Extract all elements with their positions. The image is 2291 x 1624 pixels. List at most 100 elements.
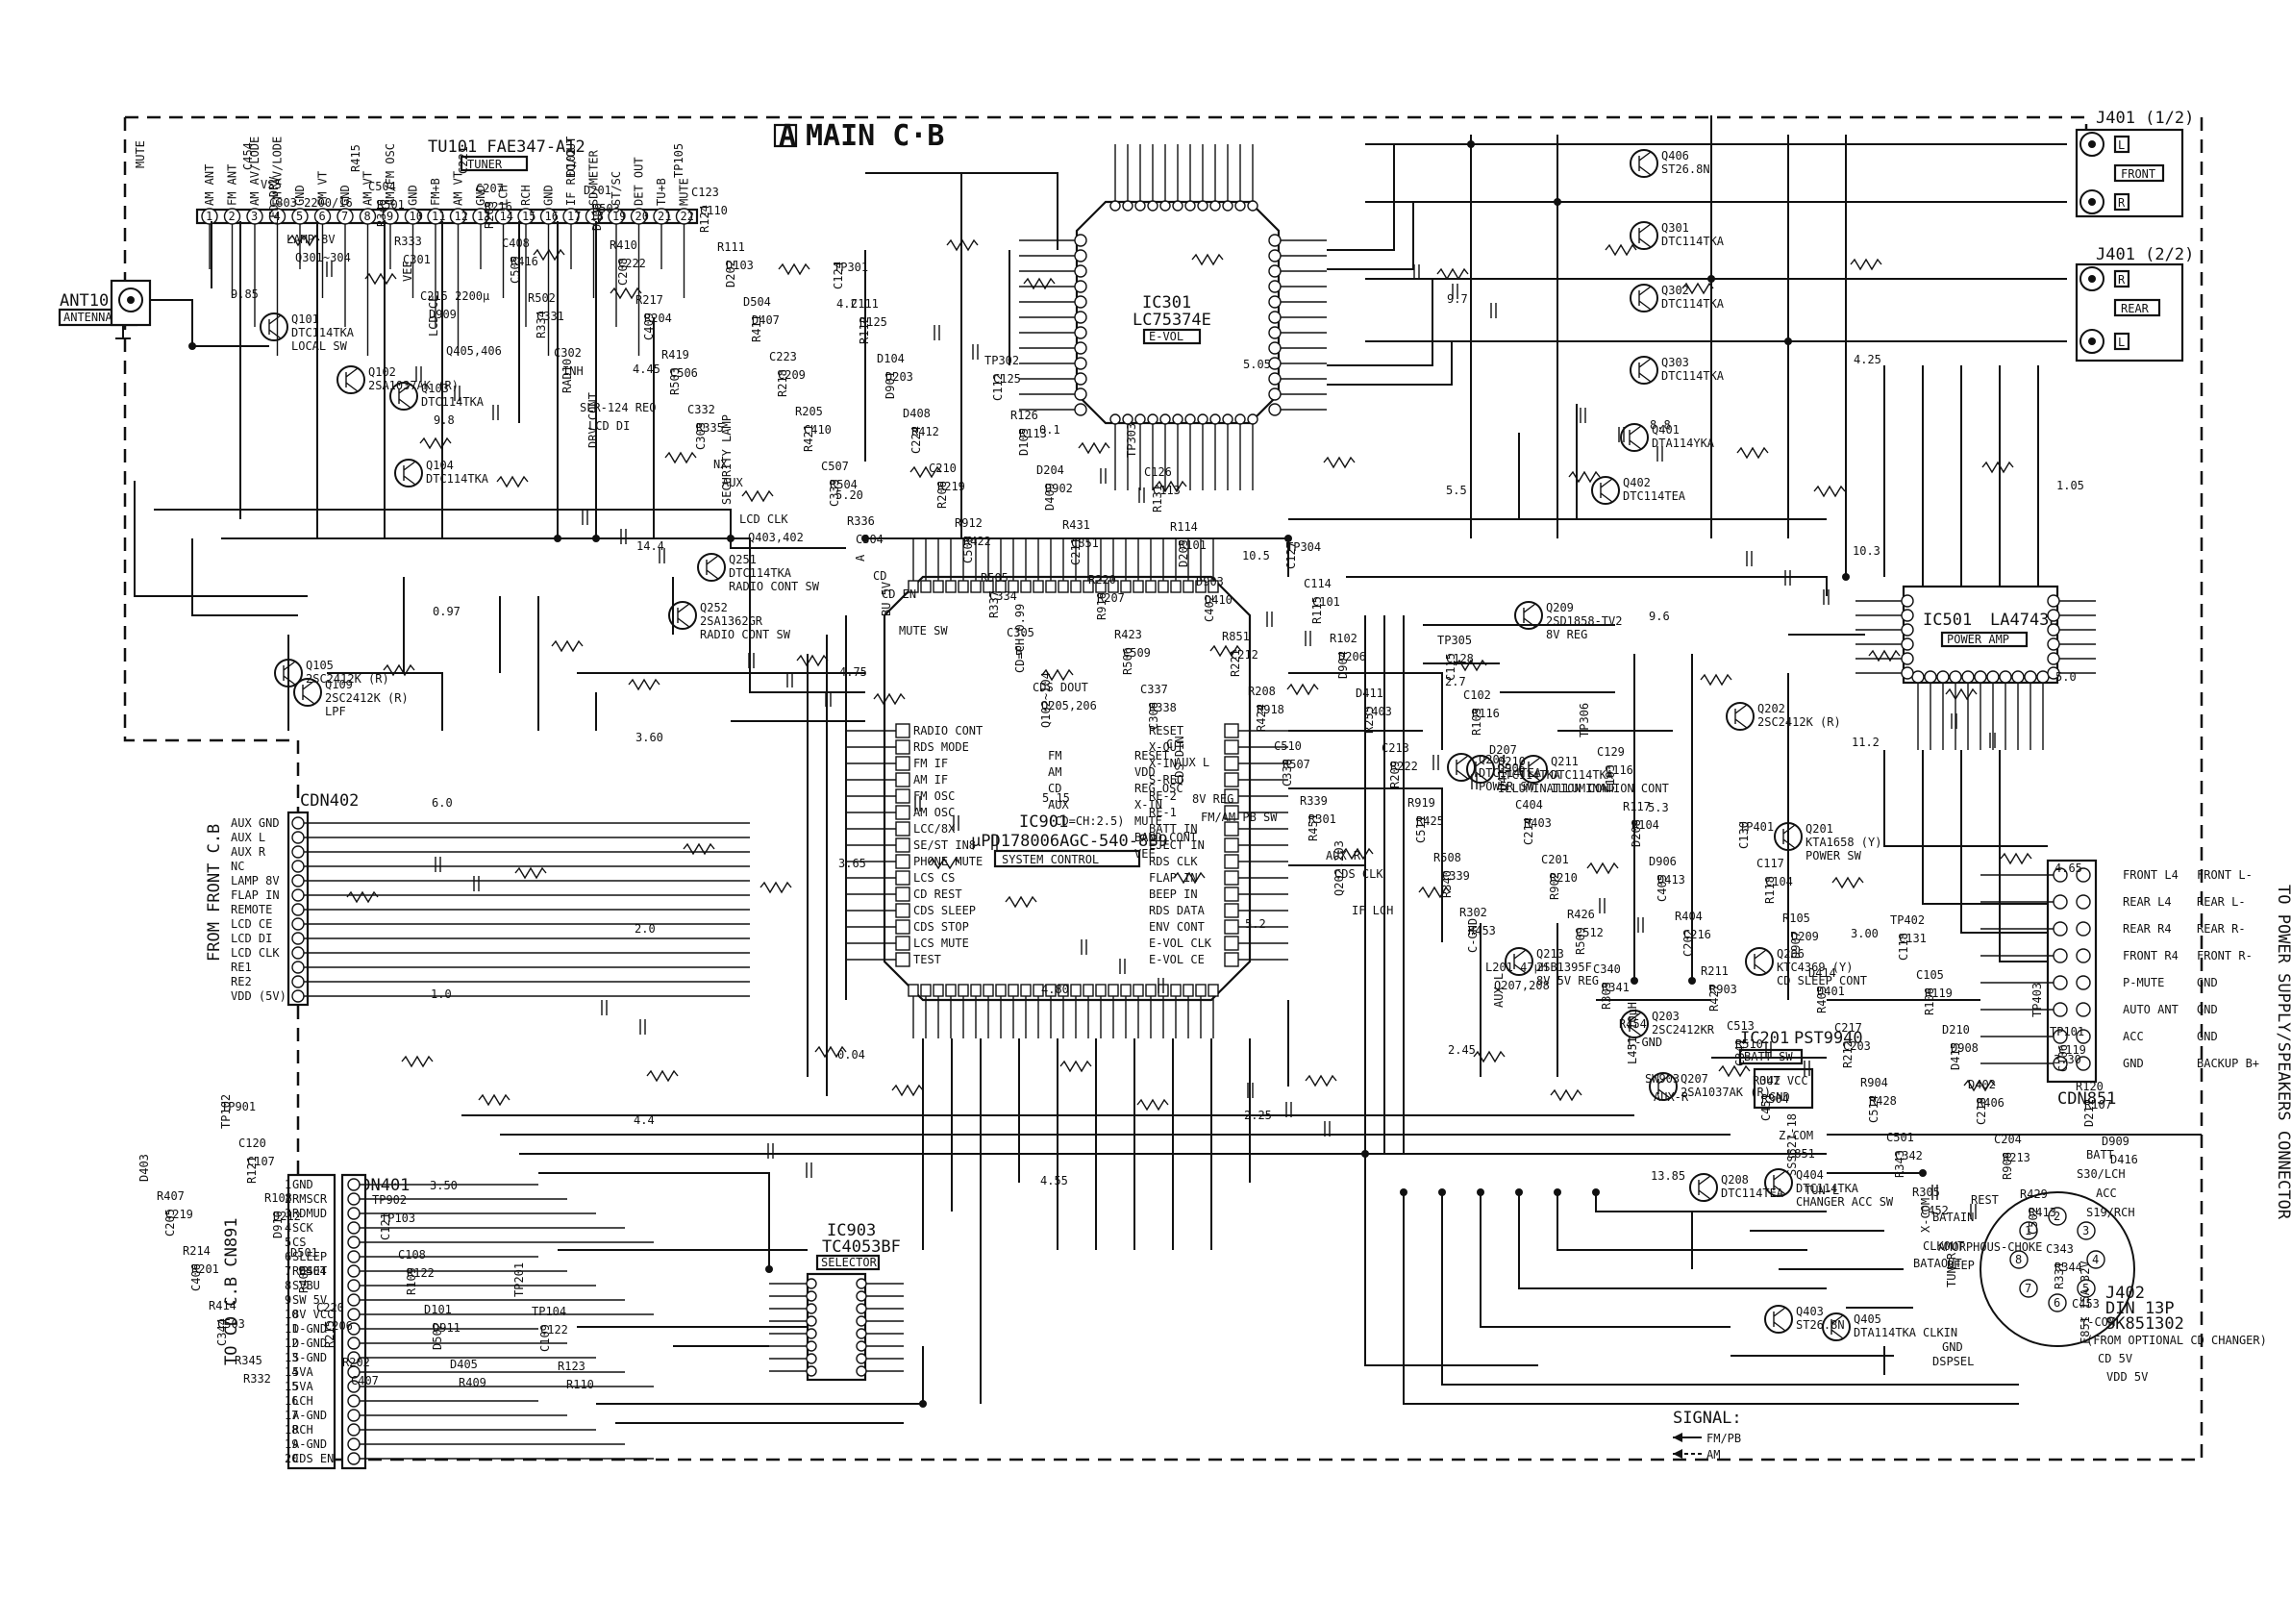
component-label: C126 — [1144, 465, 1172, 479]
component-label: D202 — [724, 260, 737, 287]
tuner-pin-number: 15 — [522, 210, 535, 223]
component-label: C219 — [165, 1208, 193, 1221]
component-label: C115 — [1444, 653, 1457, 681]
transistor-ref: Q104 — [426, 459, 454, 472]
component-label: C338 — [1281, 759, 1294, 787]
ic901-left-pin: RADIO CONT — [913, 724, 983, 737]
component-label: C — [1166, 737, 1173, 751]
voltage-label: 5.15 — [1042, 791, 1070, 805]
component-label: C343 — [2046, 1242, 2074, 1256]
transistor-ref: Q405 — [1854, 1312, 1881, 1326]
tuner-pin-number: 11 — [432, 210, 445, 223]
component-label: INH — [562, 364, 584, 378]
transistor-part: 2SD1858-TV2 — [1546, 614, 1622, 628]
component-label: R454 — [1619, 1017, 1647, 1031]
component-label: R110 — [566, 1378, 594, 1391]
component-label: C104 — [1765, 875, 1793, 888]
component-label: Q301~304 — [295, 251, 351, 264]
voltage-label: 5.2 — [1245, 917, 1266, 931]
component-label: R334 — [535, 311, 548, 338]
cdn401-pin-number: 20 — [285, 1452, 298, 1465]
component-label: Q102~104 — [1039, 672, 1053, 728]
component-label: R411 — [750, 314, 763, 342]
transistor-ref: Q402 — [1623, 476, 1651, 489]
component-label: C215 2200μ — [420, 289, 489, 303]
cdn851-left-label: REAR R4 — [2123, 922, 2172, 936]
transistor-ref: Q406 — [1661, 149, 1689, 162]
cdn401-pin-label: D-GND — [292, 1322, 327, 1336]
component-label: R211 — [1701, 964, 1729, 978]
voltage-label: 3.50 — [430, 1179, 458, 1192]
cdn401-pin-number: 6 — [285, 1250, 291, 1263]
component-label: R902 — [1548, 872, 1561, 900]
component-label: SLR-124 REQ — [580, 401, 656, 414]
component-label: C131 — [1899, 932, 1927, 945]
voltage-label: 14.4 — [636, 539, 664, 553]
cdn401-pin-label: S-GND — [292, 1351, 327, 1364]
component-label: D909 — [2102, 1135, 2129, 1148]
cdn851-left-label: FRONT L4 — [2123, 868, 2179, 882]
component-label: TP303 — [1125, 423, 1138, 458]
cdn401-pin-label: RDMUD — [292, 1207, 327, 1220]
component-label: R121 — [245, 1156, 259, 1184]
component-label: R305 — [1912, 1186, 1940, 1199]
component-label: R222 — [1390, 760, 1418, 773]
component-label: R413 — [2029, 1206, 2056, 1219]
component-label: C214 — [1522, 817, 1535, 845]
component-label: R346 — [375, 199, 388, 227]
transistor-symbol — [389, 382, 418, 411]
j402-pin-number: 1 — [2025, 1224, 2031, 1237]
cdn401-pin-number: 7 — [285, 1264, 291, 1278]
connector-cdn851: CDN851 TO POWER SUPPLY/SPEAKERS CONNECTO… — [1980, 859, 2291, 1220]
component-label: L451 10μH — [1626, 1002, 1639, 1064]
component-label: C114 — [1304, 577, 1332, 590]
transistor-role: 8V REG — [1546, 628, 1587, 641]
ic903-role: SELECTOR — [821, 1256, 878, 1269]
component-label: AUX R — [1326, 849, 1361, 862]
voltage-label: 5.0 — [2055, 670, 2077, 684]
component-label: R906 — [2001, 1152, 2014, 1180]
ic903-ref: IC903 — [827, 1221, 876, 1240]
cdn401-pin-number: 18 — [285, 1423, 298, 1437]
component-label: D904 — [1336, 651, 1350, 679]
connector-j401-front: J401 (1/2) L R FRONT — [2075, 109, 2194, 218]
tuner-pin-label: AM/FM OSC — [384, 143, 397, 206]
tuner-pin-label: AM VT — [452, 171, 465, 206]
component-label: CDS CLK — [1334, 867, 1383, 881]
transistor-symbol — [1764, 1168, 1793, 1197]
transistor-part: DTC114TKA — [729, 566, 792, 580]
ic901-center-label: VDD — [1134, 765, 1156, 779]
cdn402-ref: CDN402 — [300, 791, 359, 811]
j402-pin-label: CLKIN — [1923, 1326, 1957, 1339]
cdn401-pin-number: 9 — [285, 1293, 291, 1307]
ic901-right-pin: EJECT IN — [1149, 838, 1205, 852]
component-label: D907 — [1789, 931, 1803, 959]
ic901-right-pin: ENV CONT — [1149, 920, 1205, 934]
voltage-label: 4.55 — [1040, 1174, 1068, 1187]
board-title-letter: A — [779, 119, 796, 153]
cdn401-pin-number: 13 — [285, 1351, 298, 1364]
component-label: Q205,206 — [1041, 699, 1097, 712]
component-label: LED DRV — [267, 176, 281, 225]
cdn851-left-label: REAR L4 — [2123, 895, 2172, 909]
transistor-role: POWER SW — [1805, 849, 1862, 862]
component-label: D409 — [1043, 483, 1057, 511]
component-label: R342 — [1753, 1074, 1781, 1087]
component-label: C502 — [2027, 1207, 2040, 1235]
transistor-symbol — [1774, 822, 1803, 851]
j402-model: SK851302 — [2105, 1314, 2184, 1334]
component-label: TP304 — [1286, 540, 1321, 554]
component-label: FM/AM PB SW — [1201, 811, 1278, 824]
component-label: TP105 — [672, 143, 685, 178]
component-label: BU 5V — [880, 582, 893, 616]
component-label: C504 — [368, 180, 396, 193]
component-label: C207 — [476, 182, 504, 195]
ic301-ref: IC301 — [1142, 293, 1191, 312]
component-label: C220 — [316, 1301, 344, 1314]
component-label: NX — [713, 458, 728, 471]
cdn401-pin-number: 11 — [285, 1322, 298, 1336]
transistor-ref: Q201 — [1805, 822, 1833, 836]
component-label: R113 — [1019, 427, 1047, 440]
cdn402-pin-label: AUX GND — [231, 816, 280, 830]
voltage-label: 5.5 — [1446, 484, 1467, 497]
